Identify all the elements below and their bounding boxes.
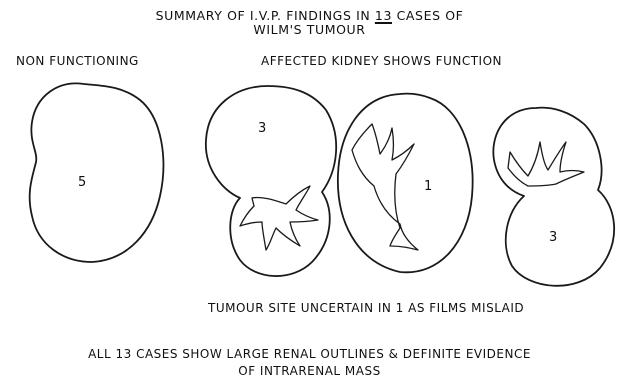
kidney-case-count: 5 — [78, 175, 86, 190]
conclusion-line-1: ALL 13 CASES SHOW LARGE RENAL OUTLINES &… — [0, 347, 619, 361]
collecting-system — [352, 124, 418, 250]
kidney-upper-pole-tumour: 3 — [206, 86, 336, 276]
kidney-outline — [493, 108, 614, 286]
kidney-non-functioning: 5 — [30, 83, 164, 262]
kidney-lower-pole-tumour: 3 — [493, 108, 614, 286]
conclusion-line-2: OF INTRARENAL MASS — [0, 364, 619, 378]
kidney-outline — [338, 94, 473, 273]
kidney-case-count: 3 — [258, 121, 266, 136]
kidney-mid-tumour: 1 — [338, 94, 473, 273]
kidney-case-count: 1 — [424, 179, 432, 194]
kidney-outline — [30, 83, 164, 262]
collecting-system — [240, 186, 318, 250]
note-uncertain-site: TUMOUR SITE UNCERTAIN IN 1 AS FILMS MISL… — [208, 301, 524, 315]
collecting-system — [508, 142, 584, 186]
kidney-case-count: 3 — [549, 230, 557, 245]
kidney-outline — [206, 86, 336, 276]
